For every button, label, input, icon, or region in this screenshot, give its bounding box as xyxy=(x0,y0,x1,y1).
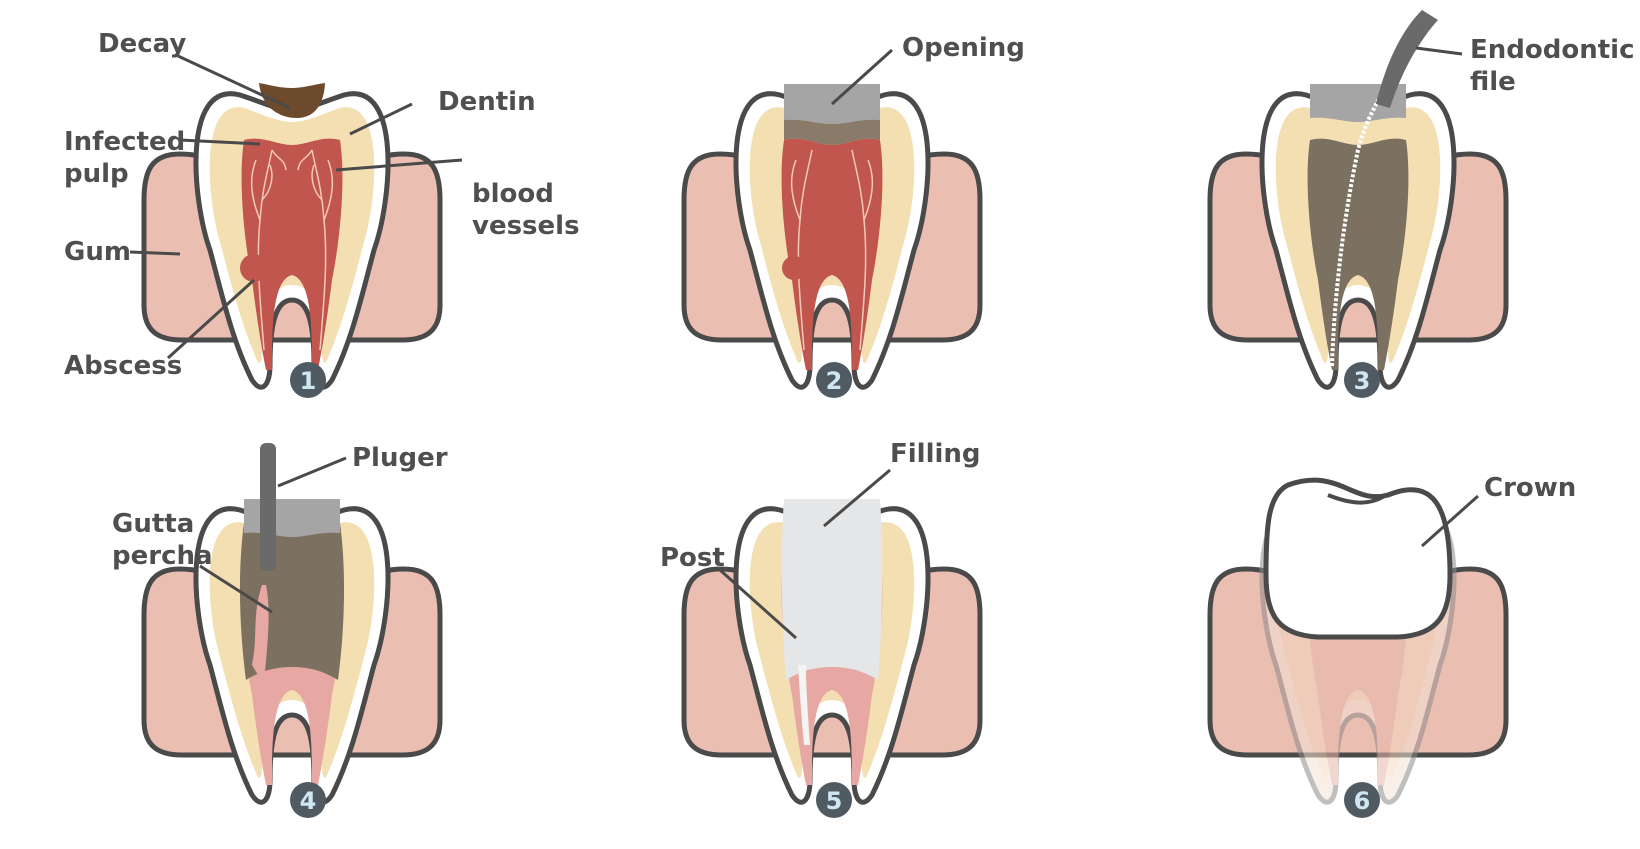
label-gutta-percha-2: percha xyxy=(112,541,213,571)
label-post: Post xyxy=(660,543,725,573)
label-dentin: Dentin xyxy=(438,87,536,117)
blood-vessels xyxy=(250,149,334,351)
step-badge-5: 5 xyxy=(816,782,852,818)
step-number-3: 3 xyxy=(1354,367,1371,395)
label-endodontic-file-1: Endodontic xyxy=(1470,35,1634,65)
label-gutta-percha-1: Gutta xyxy=(112,509,194,539)
step-4-callouts xyxy=(199,456,347,614)
step-badge-4: 4 xyxy=(290,782,326,818)
step-5-panel xyxy=(684,499,980,802)
filling-material xyxy=(781,499,883,680)
step-1-callouts xyxy=(129,54,463,360)
label-infected-pulp-1: Infected xyxy=(64,127,185,157)
endodontic-file-shaft xyxy=(1330,99,1380,367)
abscess-spot xyxy=(782,256,806,280)
step-2-callouts xyxy=(830,48,894,106)
step-badge-2: 2 xyxy=(816,362,852,398)
access-opening xyxy=(244,499,340,537)
step-badge-3: 3 xyxy=(1344,362,1380,398)
gutta-percha-compact xyxy=(252,585,269,685)
step-number-6: 6 xyxy=(1354,787,1371,815)
abscess-spot xyxy=(240,254,268,282)
blood-vessels xyxy=(790,149,874,351)
step-2-panel xyxy=(684,84,980,387)
step-badge-6: 6 xyxy=(1344,782,1380,818)
endodontic-file-handle xyxy=(1376,10,1438,108)
step-number-5: 5 xyxy=(826,787,843,815)
step-4-panel xyxy=(144,443,440,802)
label-blood-vessels-2: vessels xyxy=(472,211,580,241)
post xyxy=(798,665,810,745)
label-opening: Opening xyxy=(902,33,1025,63)
label-decay: Decay xyxy=(98,29,186,59)
decay-cavity xyxy=(259,83,325,118)
step-1-panel xyxy=(144,83,440,387)
label-endodontic-file-2: file xyxy=(1470,67,1516,97)
step-number-1: 1 xyxy=(300,367,317,395)
step-badge-1: 1 xyxy=(290,362,326,398)
step-6-panel xyxy=(1210,477,1506,802)
step-3-panel xyxy=(1210,10,1506,387)
label-blood-vessels-1: blood xyxy=(472,179,554,209)
label-infected-pulp-2: pulp xyxy=(64,159,129,189)
crown xyxy=(1263,477,1453,640)
label-abscess: Abscess xyxy=(64,351,182,381)
step-number-2: 2 xyxy=(826,367,843,395)
label-gum: Gum xyxy=(64,237,131,267)
label-filling: Filling xyxy=(890,439,981,469)
step-5-callouts xyxy=(718,468,891,640)
step-number-4: 4 xyxy=(300,787,317,815)
step-6-callouts xyxy=(1421,494,1479,548)
label-pluger: Pluger xyxy=(352,443,448,473)
pluger-instrument xyxy=(260,443,276,571)
label-crown: Crown xyxy=(1484,473,1576,503)
step-3-callouts xyxy=(1415,46,1463,56)
